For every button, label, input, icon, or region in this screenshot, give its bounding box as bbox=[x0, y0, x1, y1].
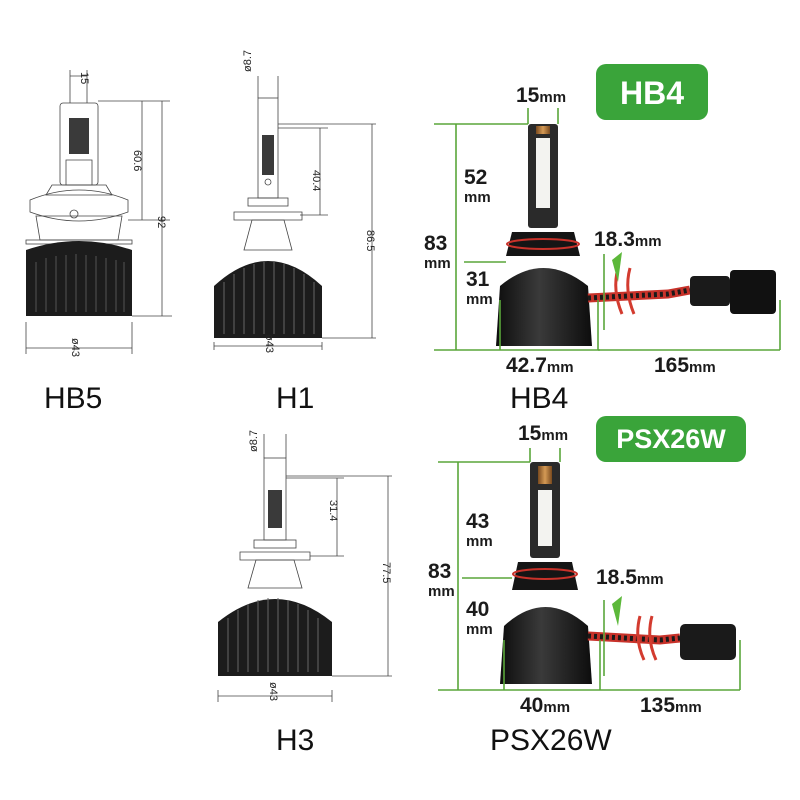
h1-model-label: H1 bbox=[276, 382, 314, 415]
psx26w-connector bbox=[680, 624, 736, 660]
psx26w-heatsink bbox=[500, 607, 592, 684]
hb4-width-value: 15mm bbox=[516, 84, 566, 107]
hb4-length-value: 165mm bbox=[654, 354, 716, 377]
hb5-chip-height-label: 60.6 bbox=[131, 150, 143, 171]
h3-drawing: ø8.7 31.4 77.5 ø43 bbox=[217, 430, 392, 702]
psx26w-diameter-value: 40mm bbox=[520, 694, 570, 717]
h3-chip-height-label: 31.4 bbox=[327, 500, 339, 521]
hb4-chip-unit: mm bbox=[464, 189, 491, 206]
hb5-drawing: 15 60.6 92 ø43 bbox=[25, 70, 172, 357]
h1-total-height-label: 86.5 bbox=[364, 230, 376, 251]
hb4-base-value: 31 bbox=[466, 268, 490, 291]
h1-led-chip bbox=[262, 135, 274, 175]
hb4-badge bbox=[596, 64, 708, 120]
hb4-photo: HB4 bbox=[434, 64, 781, 351]
h1-top-width-label: ø8.7 bbox=[242, 50, 254, 72]
h3-heatsink bbox=[218, 599, 332, 676]
hb5-flange bbox=[29, 189, 129, 222]
psx26w-cable-value: 18.5mm bbox=[596, 566, 664, 589]
hb4-base-unit: mm bbox=[466, 291, 493, 308]
hb4-chip-value: 52 bbox=[464, 166, 487, 189]
h1-diameter-label: ø43 bbox=[263, 334, 275, 353]
hb5-total-height-label: 92 bbox=[155, 216, 167, 228]
psx26w-model-label: PSX26W bbox=[490, 724, 612, 757]
hb4-led-chip bbox=[536, 138, 550, 208]
psx26w-width-value: 15mm bbox=[518, 422, 568, 445]
psx26w-badge-label: PSX26W bbox=[616, 424, 726, 454]
psx26w-length-value: 135mm bbox=[640, 694, 702, 717]
h3-model-label: H3 bbox=[276, 724, 314, 757]
psx26w-total-unit: mm bbox=[428, 583, 455, 600]
psx26w-total-value: 83 bbox=[428, 560, 451, 583]
h3-top-width-label: ø8.7 bbox=[248, 430, 260, 452]
psx26w-photo: PSX26W bbox=[438, 416, 746, 691]
psx26w-chip-unit: mm bbox=[466, 533, 493, 550]
h1-drawing: ø8.7 40.4 86.5 ø43 bbox=[213, 50, 376, 353]
hb4-model-label: HB4 bbox=[510, 382, 568, 415]
hb4-connector bbox=[690, 276, 730, 306]
h3-total-height-label: 77.5 bbox=[380, 562, 392, 583]
h3-diameter-label: ø43 bbox=[267, 682, 279, 701]
psx26w-base-value: 40 bbox=[466, 598, 489, 621]
hb4-badge-label: HB4 bbox=[620, 75, 684, 111]
psx26w-led-chip bbox=[538, 490, 552, 546]
hb4-diameter-value: 42.7mm bbox=[506, 354, 574, 377]
psx26w-badge bbox=[596, 416, 746, 462]
hb5-led-chip bbox=[69, 118, 89, 154]
psx26w-base bbox=[512, 562, 578, 590]
hb4-cable-value: 18.3mm bbox=[594, 228, 662, 251]
hb4-base bbox=[506, 232, 580, 256]
hb5-diameter-label: ø43 bbox=[69, 338, 81, 357]
hb4-heatsink bbox=[496, 268, 592, 346]
hb4-total-unit: mm bbox=[424, 255, 451, 272]
hb4-total-value: 83 bbox=[424, 232, 447, 255]
h1-heatsink bbox=[214, 261, 322, 338]
psx26w-base-unit: mm bbox=[466, 621, 493, 638]
h3-led-chip bbox=[268, 490, 282, 528]
hb5-top-width-label: 15 bbox=[78, 72, 90, 84]
hb5-model-label: HB5 bbox=[44, 382, 102, 415]
h1-chip-height-label: 40.4 bbox=[310, 170, 322, 191]
psx26w-chip-value: 43 bbox=[466, 510, 489, 533]
